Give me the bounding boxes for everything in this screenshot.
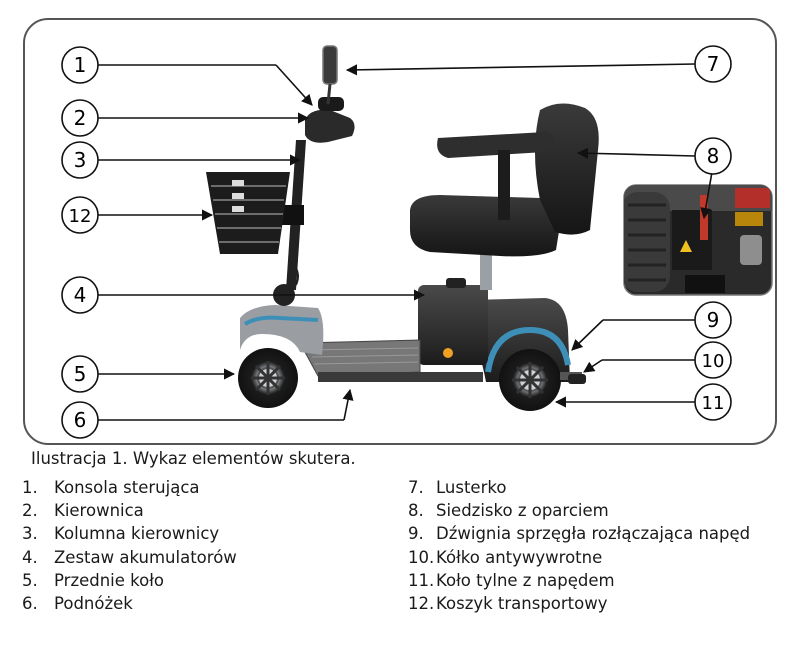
- tiller-head: [305, 109, 355, 143]
- inset-tire: [624, 192, 670, 292]
- callout-11: 11: [694, 383, 732, 421]
- leader-9-diag: [571, 319, 604, 351]
- scooter-illustration: [206, 45, 599, 411]
- anti-tip-wheel: [568, 374, 586, 384]
- leader-6-up: [342, 388, 354, 421]
- svg-text:6: 6: [74, 408, 87, 432]
- transport-basket: [206, 172, 290, 254]
- legend-item-2: 2.Kierownica: [22, 501, 144, 521]
- legend-item-3: 3.Kolumna kierownicy: [22, 524, 220, 544]
- svg-text:12: 12: [69, 206, 92, 227]
- battery-indicator: [443, 348, 453, 358]
- leader-10-diag: [583, 359, 603, 373]
- legend-item-7: 7.Lusterko: [408, 478, 507, 497]
- seat-cushion: [410, 195, 560, 257]
- front-shroud: [240, 305, 324, 355]
- handle-grip: [318, 97, 344, 111]
- legend-item-1: 1.Konsola sterująca: [22, 478, 200, 497]
- callout-5: 5: [61, 355, 99, 393]
- front-shroud-blue-stripe: [243, 315, 319, 326]
- legend-item-9: 9.Dźwignia sprzęgła rozłączająca napęd: [408, 524, 751, 544]
- legend-item-12: 12.Koszyk transportowy: [408, 593, 608, 613]
- legend-item-11: 11.Koło tylne z napędem: [408, 570, 615, 590]
- mirror: [322, 45, 338, 85]
- inset-detail-clutch: [623, 184, 773, 296]
- callout-8: 8: [694, 137, 732, 175]
- svg-text:3: 3: [74, 148, 87, 172]
- callout-6: 6: [61, 401, 99, 439]
- front-wheel-spokes: [251, 361, 285, 395]
- figure-caption: Ilustracja 1. Wykaz elementów skutera.: [31, 449, 356, 468]
- rear-fender-blue: [485, 326, 571, 373]
- callout-2: 2: [61, 99, 99, 137]
- inset-warning-label: [680, 240, 692, 252]
- svg-text:10: 10: [702, 351, 725, 372]
- svg-text:1: 1: [74, 53, 87, 77]
- footplate-skirt: [318, 372, 483, 382]
- armrest: [437, 132, 555, 158]
- legend-item-10: 10.Kółko antywywrotne: [408, 547, 603, 567]
- legend-left: 1.Konsola sterująca 2.Kierownica 3.Kolum…: [22, 476, 237, 615]
- basket-mount: [282, 205, 304, 225]
- legend-item-8: 8.Siedzisko z oparciem: [408, 501, 609, 521]
- callout-9: 9: [694, 301, 732, 339]
- leader-lines: [98, 63, 713, 421]
- rear-wheel-spokes: [512, 362, 548, 398]
- battery-handle: [446, 278, 466, 288]
- leader-7: [345, 63, 696, 76]
- legend-item-4: 4.Zestaw akumulatorów: [22, 547, 237, 567]
- callout-10: 10: [694, 341, 732, 379]
- svg-text:11: 11: [702, 393, 725, 414]
- legend-item-5: 5.Przednie koło: [22, 570, 165, 590]
- battery-pack: [418, 285, 488, 365]
- legend-item-6: 6.Podnóżek: [22, 593, 133, 613]
- leader-8-inset: [700, 171, 713, 220]
- svg-text:2: 2: [74, 106, 87, 130]
- leader-1-diag: [275, 64, 313, 106]
- callout-7: 7: [694, 45, 732, 83]
- callout-12: 12: [61, 196, 99, 234]
- legend-right: 7.Lusterko 8.Siedzisko z oparciem 9.Dźwi…: [408, 476, 750, 615]
- callout-4: 4: [61, 276, 99, 314]
- scooter-diagram: 1 2 3 12 4 5 6 7 8 9 10 11: [23, 18, 777, 445]
- svg-text:9: 9: [707, 308, 720, 332]
- svg-text:7: 7: [707, 52, 720, 76]
- svg-text:8: 8: [707, 144, 720, 168]
- svg-text:4: 4: [74, 283, 87, 307]
- figure-frame: [23, 18, 777, 445]
- svg-text:5: 5: [74, 362, 87, 386]
- leader-8: [576, 147, 696, 159]
- seat-post: [480, 245, 492, 290]
- callout-3: 3: [61, 141, 99, 179]
- callout-1: 1: [61, 46, 99, 84]
